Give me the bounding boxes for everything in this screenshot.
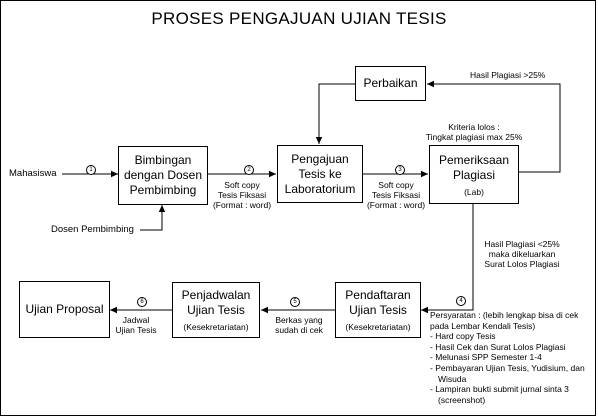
step-number-4: 4 [456,296,466,306]
box-bimbingan-label: Bimbingan dengan Dosen Pembimbing [123,153,203,197]
box-penjadwalan: Penjadwalan Ujian Tesis (Kesekretariatan… [172,282,260,338]
box-perbaikan: Perbaikan [355,66,426,101]
step-number-2: 2 [244,165,254,175]
label-softcopy-1-line: (Format : word) [212,200,272,211]
input-dosen-pembimbing: Dosen Pembimbing [51,224,134,235]
label-jadwal: Jadwal Ujian Tesis [110,315,162,335]
step-number-5: 5 [290,297,300,307]
box-pendaftaran-sublabel: (Kesekretariatan) [345,322,411,332]
box-penjadwalan-label: Penjadwalan Ujian Tesis [181,288,251,317]
label-softcopy-1-line: Tesis Fiksasi [217,190,267,201]
input-mahasiswa: Mahasiswa [9,168,57,179]
requirement-item: Hasil Cek dan Surat Lolos Plagiasi [430,342,586,353]
arrow-pemeriksaan-to-pendaftaran [421,204,474,314]
arrow-dosen-to-bimbingan [140,205,166,231]
label-softcopy-2-line: Soft copy [378,180,414,190]
requirement-item: Pembayaran Ujian Tesis, Yudisium, dan Wi… [430,363,586,384]
label-softcopy-1: Soft copy Tesis Fiksasi (Format : word) [208,180,276,211]
arrow-pemeriksaan-to-perbaikan [427,80,561,173]
box-bimbingan: Bimbingan dengan Dosen Pembimbing [118,146,208,205]
label-softcopy-2: Soft copy Tesis Fiksasi (Format : word) [362,180,430,211]
label-jadwal-line: Ujian Tesis [115,325,157,336]
step-number-1: 1 [86,165,96,175]
requirements-header-line: pada Lembar Kendali Tesis) [430,320,536,331]
requirements-note: Persyaratan : (lebih lengkap bisa di cek… [430,310,586,405]
requirement-item: Hard copy Tesis [430,331,586,342]
box-ujian-proposal-label: Ujian Proposal [25,302,104,316]
step-number-6: 6 [137,297,147,307]
step-number-3: 3 [395,165,405,175]
requirement-item: Lampiran bukti submit jurnal sinta 3 (sc… [430,384,586,405]
requirement-item: Melunasi SPP Semester 1-4 [430,352,586,363]
label-berkas-line: sudah di cek [275,325,323,336]
box-pengajuan-label: Pengajuan Tesis ke Laboratorium [284,151,356,196]
label-hasil-plagiasi-lt: Hasil Plagiasi <25% maka dikeluarkan Sur… [477,239,567,270]
label-kriteria-line: Kriteria lolos : [448,122,500,132]
box-pendaftaran: Pendaftaran Ujian Tesis (Kesekretariatan… [335,282,421,338]
box-perbaikan-label: Perbaikan [363,76,418,90]
label-hasil-lt-line: maka dikeluarkan [488,249,556,260]
label-kriteria-line: Tingkat plagiasi max 25% [425,132,523,143]
label-softcopy-2-line: (Format : word) [366,200,426,211]
label-hasil-plagiasi-gt: Hasil Plagiasi >25% [470,70,546,80]
label-hasil-lt-line: Surat Lolos Plagiasi [484,259,560,270]
label-berkas-line: Berkas yang [275,315,323,325]
label-berkas: Berkas yang sudah di cek [268,315,330,335]
box-pengajuan: Pengajuan Tesis ke Laboratorium [277,145,363,203]
box-pemeriksaan-sublabel: (Lab) [464,186,484,197]
box-pemeriksaan: Pemeriksaan Plagiasi (Lab) [429,145,519,204]
label-hasil-lt-line: Hasil Plagiasi <25% [484,239,560,249]
diagram-title: PROSES PENGAJUAN UJIAN TESIS [151,9,447,28]
box-pendaftaran-label: Pendaftaran Ujian Tesis [345,288,411,317]
label-kriteria-lolos: Kriteria lolos : Tingkat plagiasi max 25… [420,122,528,142]
arrow-perbaikan-to-pengajuan [315,83,355,144]
requirements-list: Hard copy Tesis Hasil Cek dan Surat Lolo… [430,331,586,405]
box-ujian-proposal: Ujian Proposal [19,281,110,338]
requirements-header-line: Persyaratan : (lebih lengkap bisa di cek [430,310,579,320]
box-penjadwalan-sublabel: (Kesekretariatan) [183,322,249,332]
box-pemeriksaan-label: Pemeriksaan Plagiasi [438,152,510,182]
label-softcopy-2-line: Tesis Fiksasi [371,190,421,201]
label-softcopy-1-line: Soft copy [224,180,260,190]
label-jadwal-line: Jadwal [122,315,150,325]
